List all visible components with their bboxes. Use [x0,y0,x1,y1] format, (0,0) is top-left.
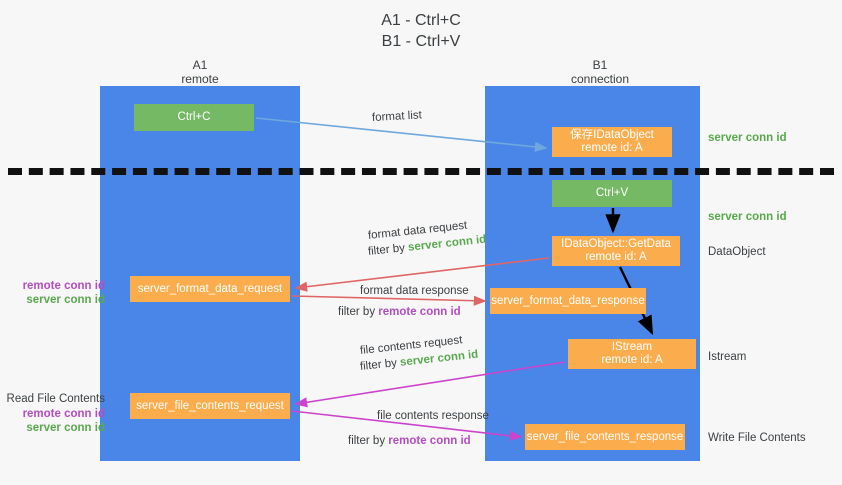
node-server-format-data-request[interactable]: server_format_data_request [130,276,290,302]
node-getdata-title: IDataObject::GetData [561,238,671,250]
node-server-file-contents-response[interactable]: server_file_contents_response [525,424,685,450]
left-label-group-1: remote conn id server conn id [10,279,105,307]
right-label-server-conn-id-1: server conn id [708,132,787,144]
filter-prefix: filter by [338,306,379,318]
node-ctrl-v-label: Ctrl+V [595,187,629,199]
label-file-contents-response-filter: filter by remote conn id [348,434,471,448]
label-format-data-response: format data response [360,285,469,297]
node-data-object-title: 保存IDataObject [570,129,654,141]
filter-value-remote-conn-id: remote conn id [388,435,471,447]
filter-prefix: filter by [367,241,409,258]
left-label-remote-conn-id-1: remote conn id [22,280,105,292]
node-getdata-sub: remote id: A [585,251,647,263]
node-ctrl-c[interactable]: Ctrl+C [134,104,254,131]
right-label-write-file-contents: Write File Contents [708,432,806,444]
filter-prefix: filter by [359,356,401,373]
right-label-dataobject: DataObject [708,246,766,258]
label-format-list: format list [371,109,423,124]
node-server-file-contents-request-label: server_file_contents_request [136,399,284,412]
left-label-remote-conn-id-2: remote conn id [22,408,105,420]
column-b1-sub: connection [570,72,630,86]
right-label-server-conn-id-2: server conn id [708,211,787,223]
node-server-format-data-request-label: server_format_data_request [137,282,283,295]
left-label-server-conn-id-2: server conn id [26,422,105,434]
label-format-data-response-filter: filter by remote conn id [338,305,461,319]
column-header-a1: A1 remote [130,58,270,86]
node-ctrl-v[interactable]: Ctrl+V [552,180,672,207]
node-server-file-contents-response-label: server_file_contents_response [526,430,684,443]
column-a1-name: A1 [192,58,208,72]
column-header-b1: B1 connection [530,58,670,86]
left-label-server-conn-id-1: server conn id [26,294,105,306]
right-label-istream: Istream [708,351,747,363]
column-a1-sub: remote [181,72,219,86]
left-label-read-file-contents: Read File Contents [6,393,105,405]
title-line-1: A1 - Ctrl+C [381,12,461,29]
node-server-format-data-response-label: server_format_data_response [491,294,645,307]
label-file-contents-response: file contents response [377,410,489,422]
column-b1-name: B1 [592,58,608,72]
dashed-separator [8,168,834,175]
node-getdata[interactable]: IDataObject::GetData remote id: A [552,236,680,266]
left-label-group-2: Read File Contents remote conn id server… [3,392,105,435]
node-istream[interactable]: IStream remote id: A [568,339,696,369]
filter-value-remote-conn-id: remote conn id [378,306,461,318]
node-istream-sub: remote id: A [601,354,663,366]
node-istream-title: IStream [611,341,653,353]
node-ctrl-c-label: Ctrl+C [177,111,211,123]
diagram-title: A1 - Ctrl+C B1 - Ctrl+V [0,10,842,52]
node-server-file-contents-request[interactable]: server_file_contents_request [130,393,290,419]
node-data-object[interactable]: 保存IDataObject remote id: A [552,127,672,157]
title-line-2: B1 - Ctrl+V [381,33,461,50]
node-data-object-sub: remote id: A [581,142,643,154]
node-server-format-data-response[interactable]: server_format_data_response [490,288,646,314]
filter-prefix: filter by [348,435,389,447]
